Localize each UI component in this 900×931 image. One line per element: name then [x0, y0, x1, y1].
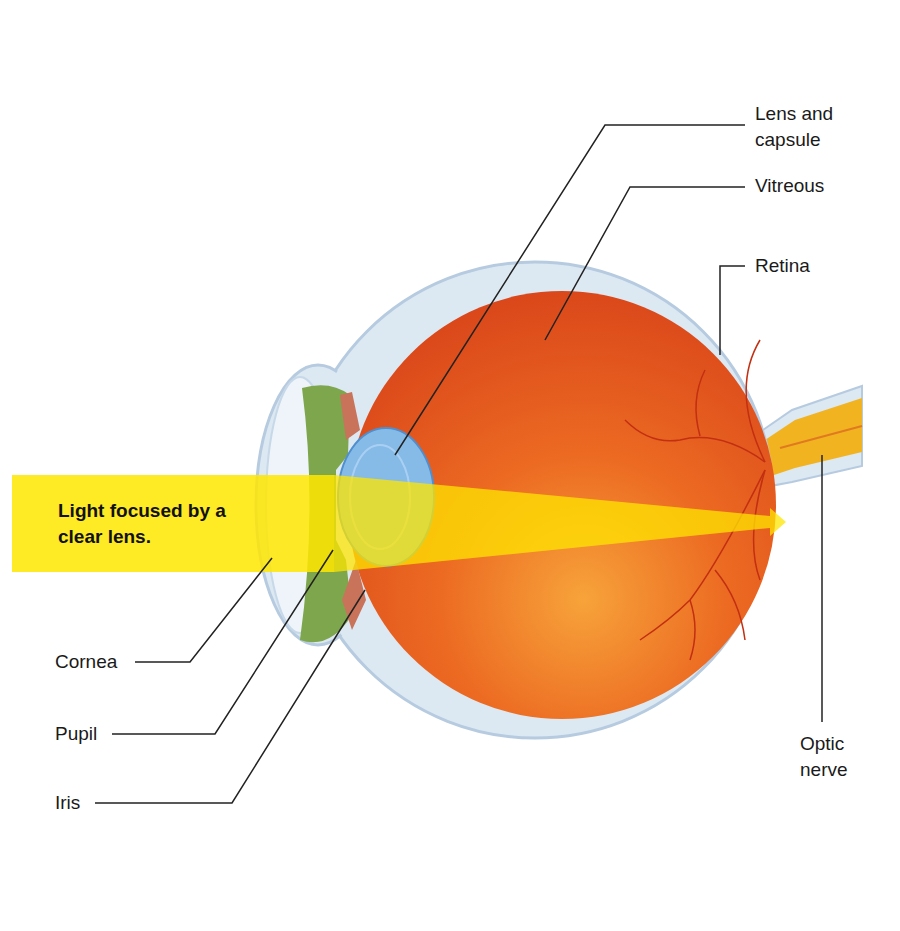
part-label: Retina [755, 253, 875, 279]
leader-lines [95, 125, 822, 803]
part-label: Cornea [55, 649, 145, 675]
part-label: Vitreous [755, 173, 875, 199]
part-label: Lens and capsule [755, 101, 865, 153]
light-beam [12, 475, 334, 572]
optic-nerve [765, 398, 862, 478]
light-beam-focus [334, 475, 786, 572]
nerve-vessel [780, 426, 862, 448]
part-label: Iris [55, 790, 145, 816]
part-label: Pupil [55, 721, 145, 747]
retinal-vessels [625, 340, 765, 660]
part-label: Optic nerve [800, 731, 870, 783]
optic-nerve-sheath [760, 386, 862, 488]
beam-label: Light focused by a clear lens. [58, 498, 230, 550]
